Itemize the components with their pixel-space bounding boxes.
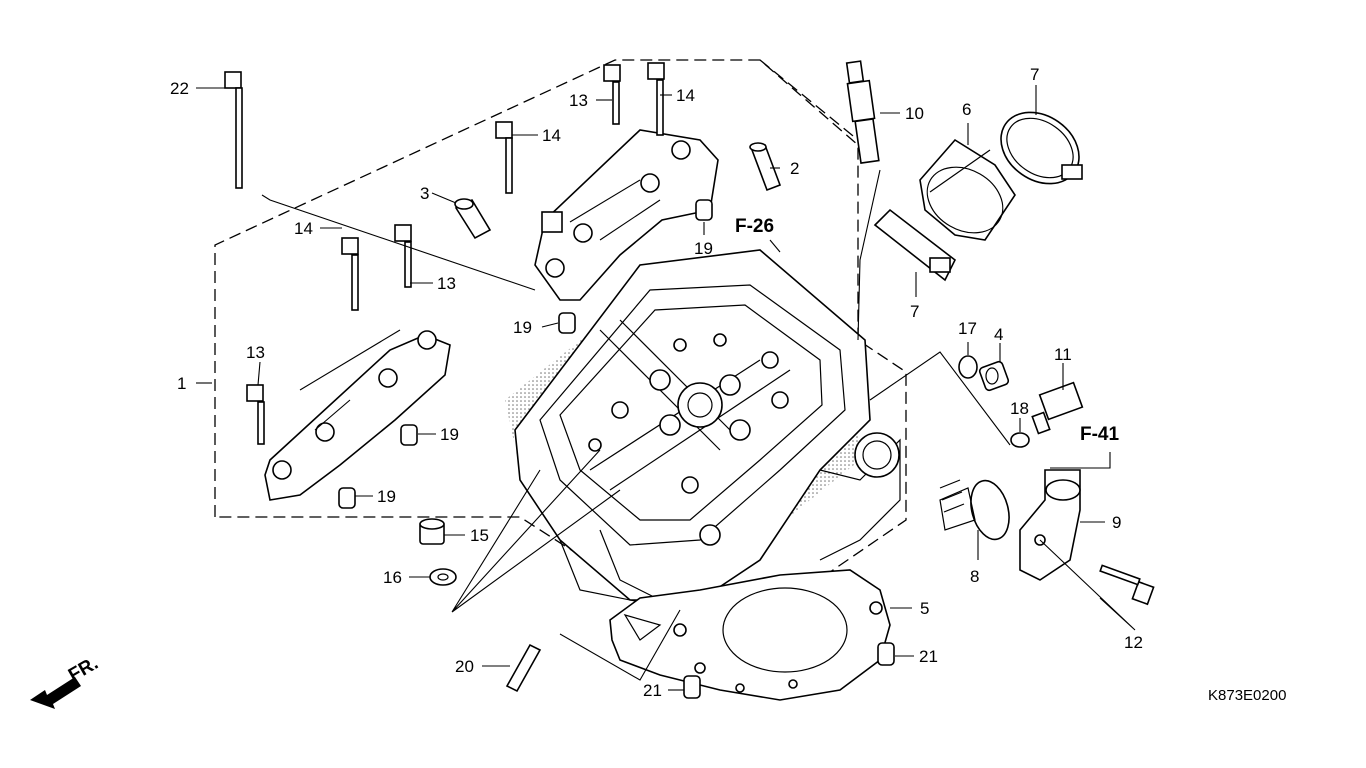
dowel-21-right	[877, 642, 895, 666]
valve-guide-3	[454, 198, 492, 240]
callout-13: 13	[246, 343, 265, 362]
reference-f26: F-26	[735, 216, 774, 237]
bolt-14-top-right	[647, 62, 665, 136]
callout-21: 21	[643, 681, 662, 700]
callout-7: 7	[1030, 65, 1039, 84]
callout-19: 19	[440, 425, 459, 444]
callout-18: 18	[1010, 399, 1029, 418]
callout-7: 7	[910, 302, 919, 321]
nut-15	[419, 518, 445, 545]
callout-8: 8	[970, 567, 979, 586]
thermostat-8	[939, 479, 1010, 541]
callout-13: 13	[437, 274, 456, 293]
bolt-13-top	[603, 64, 621, 125]
valve-guide-2	[749, 142, 782, 192]
callout-19: 19	[377, 487, 396, 506]
callout-13: 13	[569, 91, 588, 110]
callout-1: 1	[177, 374, 186, 393]
plug-4	[978, 360, 1010, 392]
dowel-19-left	[400, 424, 418, 446]
camshaft-holder-right	[534, 129, 719, 301]
hose-clamp-7-top	[1000, 111, 1083, 185]
callout-16: 16	[383, 568, 402, 587]
insulator-6	[919, 138, 1016, 241]
camshaft-holder-left	[264, 330, 451, 501]
callout-17: 17	[958, 319, 977, 338]
callout-9: 9	[1112, 513, 1121, 532]
callout-20: 20	[455, 657, 474, 676]
bolt-22	[224, 71, 243, 189]
callout-15: 15	[470, 526, 489, 545]
cylinder-head	[505, 249, 901, 611]
callout-4: 4	[994, 325, 1003, 344]
callout-2: 2	[790, 159, 799, 178]
callout-19: 19	[513, 318, 532, 337]
callout-19: 19	[694, 239, 713, 258]
callout-5: 5	[920, 599, 929, 618]
callout-14: 14	[294, 219, 313, 238]
callout-3: 3	[420, 184, 429, 203]
callout-12: 12	[1124, 633, 1143, 652]
reference-f41: F-41	[1080, 424, 1120, 445]
spark-plug-10	[845, 60, 880, 164]
bolt-13-left	[394, 224, 412, 288]
dowel-19-center	[558, 312, 576, 334]
front-arrow-icon	[30, 677, 81, 709]
bolt-13-bottom-left	[246, 384, 265, 445]
bolt-12	[1099, 564, 1155, 606]
hose-clamp-7-bottom	[873, 208, 957, 282]
dowel-19-right	[695, 199, 713, 221]
stud-20	[505, 643, 542, 693]
diagram-code: K873E0200	[1208, 687, 1286, 704]
thermostat-cover-9	[1019, 469, 1081, 581]
head-gasket	[609, 569, 891, 701]
bolt-14-left	[341, 237, 359, 311]
bolt-14-middle	[495, 121, 513, 194]
sensor-11	[1031, 381, 1084, 435]
callout-6: 6	[962, 100, 971, 119]
callout-11: 11	[1054, 345, 1072, 364]
leader-lines	[196, 85, 1136, 691]
dowel-19-bottom	[338, 487, 356, 509]
dowel-21-bottom	[683, 675, 701, 699]
callout-10: 10	[905, 104, 924, 123]
sealing-washer-18	[1010, 432, 1030, 448]
callout-21: 21	[919, 647, 938, 666]
callout-14: 14	[676, 86, 695, 105]
washer-16	[429, 568, 457, 586]
sealing-washer-17	[958, 355, 978, 379]
callout-22: 22	[170, 79, 189, 98]
callout-14: 14	[542, 126, 561, 145]
